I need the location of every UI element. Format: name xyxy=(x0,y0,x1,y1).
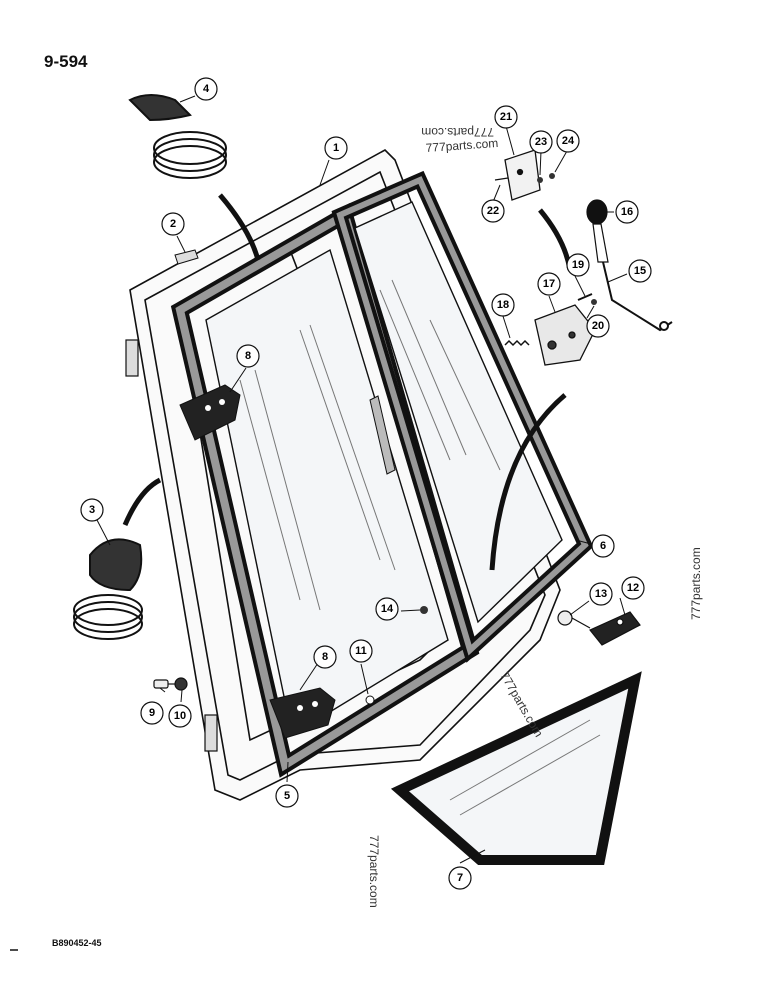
callout-14: 14 xyxy=(375,597,399,621)
mounting-clip xyxy=(174,249,199,265)
svg-text:17: 17 xyxy=(543,278,555,290)
hinge-bracket-lower xyxy=(269,687,336,739)
watermark-right-vertical: 777parts.com xyxy=(689,547,703,620)
callout-19: 19 xyxy=(566,253,590,277)
handle-pivot xyxy=(557,610,591,629)
callout-4: 4 xyxy=(194,77,218,101)
watermark-top: 777parts.com xyxy=(425,136,499,155)
svg-text:20: 20 xyxy=(592,320,604,332)
callout-7: 7 xyxy=(448,866,472,890)
svg-text:4: 4 xyxy=(203,83,210,95)
callout-22: 22 xyxy=(481,199,505,223)
weatherstrip-coil-lower xyxy=(73,538,143,640)
nut xyxy=(174,677,188,691)
callout-15: 15 xyxy=(628,259,652,283)
svg-text:19: 19 xyxy=(572,259,584,271)
callout-3: 3 xyxy=(80,498,104,522)
callout-17: 17 xyxy=(537,272,561,296)
handle-rod xyxy=(602,261,673,332)
watermark-top-upside-down: 777parts.com xyxy=(421,125,494,139)
window-seal-right xyxy=(331,170,594,663)
svg-text:9: 9 xyxy=(149,707,155,719)
callout-24: 24 xyxy=(556,129,580,153)
svg-text:23: 23 xyxy=(535,136,547,148)
svg-text:18: 18 xyxy=(497,299,509,311)
callout-6: 6 xyxy=(591,534,615,558)
callout-21: 21 xyxy=(494,105,518,129)
outside-handle xyxy=(589,611,641,646)
svg-text:14: 14 xyxy=(381,603,394,615)
callout-12: 12 xyxy=(621,576,645,600)
svg-text:6: 6 xyxy=(600,540,606,552)
weatherstrip-coil-upper xyxy=(128,94,227,179)
latch-washer xyxy=(591,299,597,305)
grommet xyxy=(365,695,375,705)
callout-11: 11 xyxy=(349,639,373,663)
svg-text:5: 5 xyxy=(284,790,290,802)
callout-8-lower: 8 xyxy=(313,645,337,669)
callout-23: 23 xyxy=(529,130,553,154)
rubber-bumper xyxy=(420,606,428,614)
callout-8-upper: 8 xyxy=(236,344,260,368)
svg-text:11: 11 xyxy=(355,645,367,657)
latch-screw xyxy=(577,293,593,301)
svg-text:15: 15 xyxy=(634,265,646,277)
svg-text:16: 16 xyxy=(621,206,633,218)
callout-2: 2 xyxy=(161,212,185,236)
leader-arrow-4 xyxy=(218,193,261,261)
svg-text:10: 10 xyxy=(174,710,186,722)
page-code: 9-594 xyxy=(44,52,88,71)
svg-text:3: 3 xyxy=(89,504,95,516)
callout-20: 20 xyxy=(586,314,610,338)
watermark-bottom-vertical: 777parts.com xyxy=(367,835,381,908)
svg-text:1: 1 xyxy=(333,142,339,154)
callout-5: 5 xyxy=(275,784,299,808)
svg-text:7: 7 xyxy=(457,872,463,884)
figure-code: B890452-45 xyxy=(52,938,102,948)
hinge-bracket-upper xyxy=(179,384,241,441)
svg-text:13: 13 xyxy=(595,588,607,600)
callout-18: 18 xyxy=(491,293,515,317)
door-latch xyxy=(534,304,596,366)
svg-text:8: 8 xyxy=(245,350,251,362)
svg-text:8: 8 xyxy=(322,651,328,663)
svg-text:12: 12 xyxy=(627,582,639,594)
svg-text:24: 24 xyxy=(562,135,575,147)
callout-9: 9 xyxy=(140,701,164,725)
striker-plate xyxy=(494,149,541,201)
leader-arrow-3 xyxy=(122,477,162,526)
callout-10: 10 xyxy=(168,704,192,728)
svg-text:2: 2 xyxy=(170,218,176,230)
callout-13: 13 xyxy=(589,582,613,606)
door-hinges xyxy=(125,339,218,752)
leader-arrow-latch xyxy=(489,393,567,571)
svg-text:22: 22 xyxy=(487,205,499,217)
leader-lines xyxy=(96,95,628,864)
lock-washer xyxy=(537,177,543,183)
lower-window-seal xyxy=(390,671,642,865)
callout-1: 1 xyxy=(324,136,348,160)
leader-arrow-plate xyxy=(538,208,573,271)
svg-text:21: 21 xyxy=(500,111,512,123)
hex-nut xyxy=(549,173,555,179)
callout-16: 16 xyxy=(615,200,639,224)
latch-spring xyxy=(504,339,530,347)
handle-knob xyxy=(586,199,609,263)
